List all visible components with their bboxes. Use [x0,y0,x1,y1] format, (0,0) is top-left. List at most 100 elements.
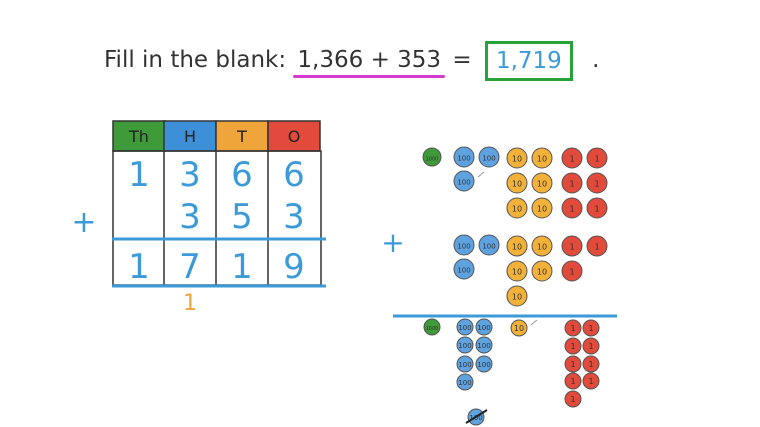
table-plus-sign: + [71,205,96,240]
counter-100: 100 [475,318,493,336]
counter-10: 10 [506,285,528,307]
svg-text:100: 100 [458,361,471,369]
regroup-mark [530,319,538,326]
counter-1: 1 [582,337,600,355]
result-digit: 9 [283,247,305,287]
counter-10: 10 [531,235,553,257]
counter-10: 10 [531,197,553,219]
header-label-h: H [184,127,196,146]
header-label-o: O [288,127,301,146]
counter-10: 10 [510,319,528,337]
regroup-mark [477,171,485,178]
svg-text:1: 1 [570,395,575,404]
expression-underline [293,75,446,78]
counter-10: 10 [506,147,528,169]
svg-text:1: 1 [569,180,574,189]
counter-100: 100 [453,258,475,280]
svg-text:10: 10 [514,324,524,333]
svg-text:100: 100 [482,243,495,251]
counter-1: 1 [564,355,582,373]
row1-digit: 1 [128,155,150,195]
counter-1: 1 [561,147,583,169]
counter-1: 1 [582,355,600,373]
counter-100: 100 [478,234,500,256]
svg-text:10: 10 [537,180,547,189]
svg-text:1000: 1000 [426,157,439,163]
counter-10: 10 [506,197,528,219]
question-expression: 1,366 + 353 [293,40,446,80]
result-digit: 1 [128,247,150,287]
question-period: . [592,47,600,73]
counter-100: 100 [478,146,500,168]
counter-1000: 1000 [422,147,442,167]
svg-text:1: 1 [569,243,574,252]
counter-1: 1 [561,172,583,194]
header-label-t: T [236,127,247,146]
answer-box[interactable]: 1,719 [484,40,573,81]
counter-100: 100 [453,146,475,168]
cross-out-mark [465,409,488,424]
counter-1: 1 [586,197,608,219]
svg-text:100: 100 [457,179,470,187]
counter-1: 1 [561,235,583,257]
counter-1: 1 [561,197,583,219]
svg-text:100: 100 [477,324,490,332]
svg-text:10: 10 [512,205,522,214]
svg-text:1: 1 [569,268,574,277]
header-cell-th [112,120,166,152]
svg-text:100: 100 [482,155,495,163]
svg-text:10: 10 [512,155,522,164]
counter-100: 100 [453,234,475,256]
svg-text:10: 10 [537,205,547,214]
svg-text:1: 1 [570,360,575,369]
counter-10: 10 [531,172,553,194]
svg-text:100: 100 [457,267,470,275]
counter-1: 1 [564,337,582,355]
svg-text:1: 1 [570,324,575,333]
counter-100: 100 [456,318,474,336]
row2-digit: 3 [283,197,305,237]
svg-text:1: 1 [594,155,599,164]
counter-1: 1 [586,172,608,194]
counter-1: 1 [564,390,582,408]
counter-1000: 1000 [423,318,441,336]
svg-text:1: 1 [569,155,574,164]
svg-text:1: 1 [594,205,599,214]
counter-1: 1 [561,260,583,282]
counter-100: 100 [453,170,475,192]
counter-1: 1 [564,319,582,337]
counter-10: 10 [506,260,528,282]
counter-1: 1 [582,319,600,337]
svg-text:1: 1 [569,205,574,214]
svg-text:1: 1 [588,342,593,351]
svg-text:100: 100 [477,342,490,350]
row1-digit: 3 [179,155,201,195]
result-digit: 7 [179,247,201,287]
carry-digit: 1 [183,291,197,316]
counter-100: 100 [475,355,493,373]
counter-10: 10 [531,147,553,169]
svg-text:100: 100 [458,342,471,350]
svg-text:10: 10 [537,155,547,164]
svg-text:10: 10 [512,180,522,189]
svg-text:100: 100 [458,324,471,332]
counter-100: 100 [456,336,474,354]
svg-text:10: 10 [512,268,522,277]
counter-100: 100 [456,355,474,373]
svg-text:1: 1 [594,243,599,252]
svg-text:100: 100 [457,243,470,251]
row1-digit: 6 [283,155,305,195]
header-cell-o [267,120,321,152]
svg-text:1: 1 [570,377,575,386]
counter-10: 10 [506,235,528,257]
svg-text:100: 100 [457,155,470,163]
header-label-th: Th [128,127,149,146]
equals-sign: = [452,47,472,73]
svg-text:10: 10 [537,243,547,252]
counter-10: 10 [506,172,528,194]
result-digit: 1 [231,247,253,287]
counter-1: 1 [564,372,582,390]
row2-digit: 3 [179,197,201,237]
